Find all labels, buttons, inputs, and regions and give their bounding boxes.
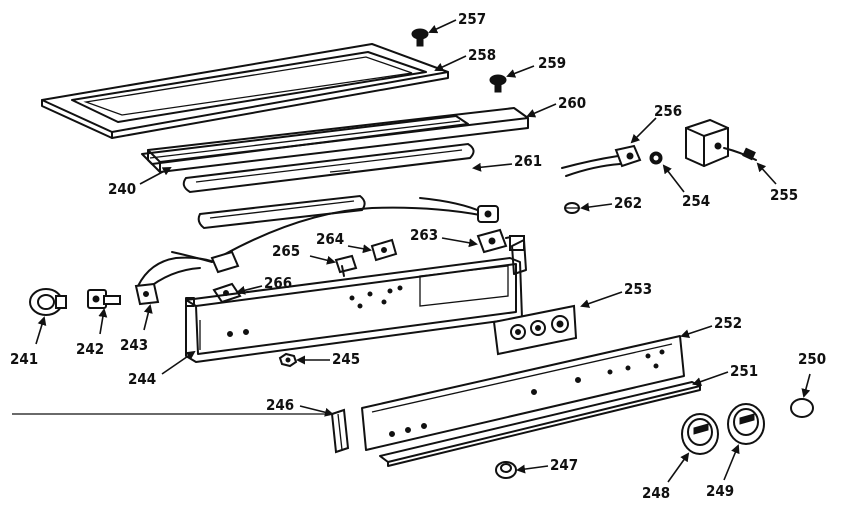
part-switch-241 [29,288,67,316]
callout-263: 263 [410,226,438,244]
callout-249: 249 [706,482,734,500]
part-nut-245 [278,352,298,368]
part-trim-strip-251 [379,381,701,467]
callout-257: 257 [458,10,486,28]
part-clip-264 [370,238,398,262]
callout-253: 253 [624,280,652,298]
callout-265: 265 [272,242,300,260]
callout-246: 246 [266,396,294,414]
part-wire-harness [217,197,499,259]
callout-254: 254 [682,192,710,210]
callout-252: 252 [714,314,742,332]
part-control-housing [185,239,527,363]
part-grommet-262 [564,202,580,214]
callout-242: 242 [76,340,104,358]
part-top-panel [41,43,449,139]
part-connector-243 [134,282,160,306]
part-screw-259 [489,74,507,93]
part-control-unit-255 [685,118,757,168]
callout-247: 247 [550,456,578,474]
callout-264: 264 [316,230,344,248]
callout-243: 243 [120,336,148,354]
callout-262: 262 [614,194,642,212]
callout-241: 241 [10,350,38,368]
callout-266: 266 [264,274,292,292]
part-bracket-265 [334,254,358,277]
part-rod-246 [330,408,350,454]
part-knob-248 [681,413,719,455]
callout-245: 245 [332,350,360,368]
callout-256: 256 [654,102,682,120]
part-insert-247 [495,461,517,479]
part-button-cap-250 [790,398,814,418]
callout-240: 240 [108,180,136,198]
part-fluorescent-tube [182,142,475,194]
part-control-panel-252 [361,335,685,451]
part-plug-263 [476,228,525,254]
callout-251: 251 [730,362,758,380]
callout-labels: 257 258 259 260 256 240 261 254 255 262 … [10,10,826,502]
part-switch-242 [87,289,121,309]
callout-261: 261 [514,152,542,170]
callout-260: 260 [558,94,586,112]
part-bushing-254 [649,151,663,165]
leader-lines [35,19,811,483]
callout-250: 250 [798,350,826,368]
callout-258: 258 [468,46,496,64]
callout-248: 248 [642,484,670,502]
part-screw-257 [411,28,429,47]
callout-259: 259 [538,54,566,72]
part-knob-249 [727,403,765,445]
part-fluorescent-tube-lower [197,194,366,230]
part-diffuser-lens [141,115,469,165]
part-sensor-256 [561,144,642,177]
callout-244: 244 [128,370,156,388]
callout-255: 255 [770,186,798,204]
part-control-plate-253 [492,304,578,356]
